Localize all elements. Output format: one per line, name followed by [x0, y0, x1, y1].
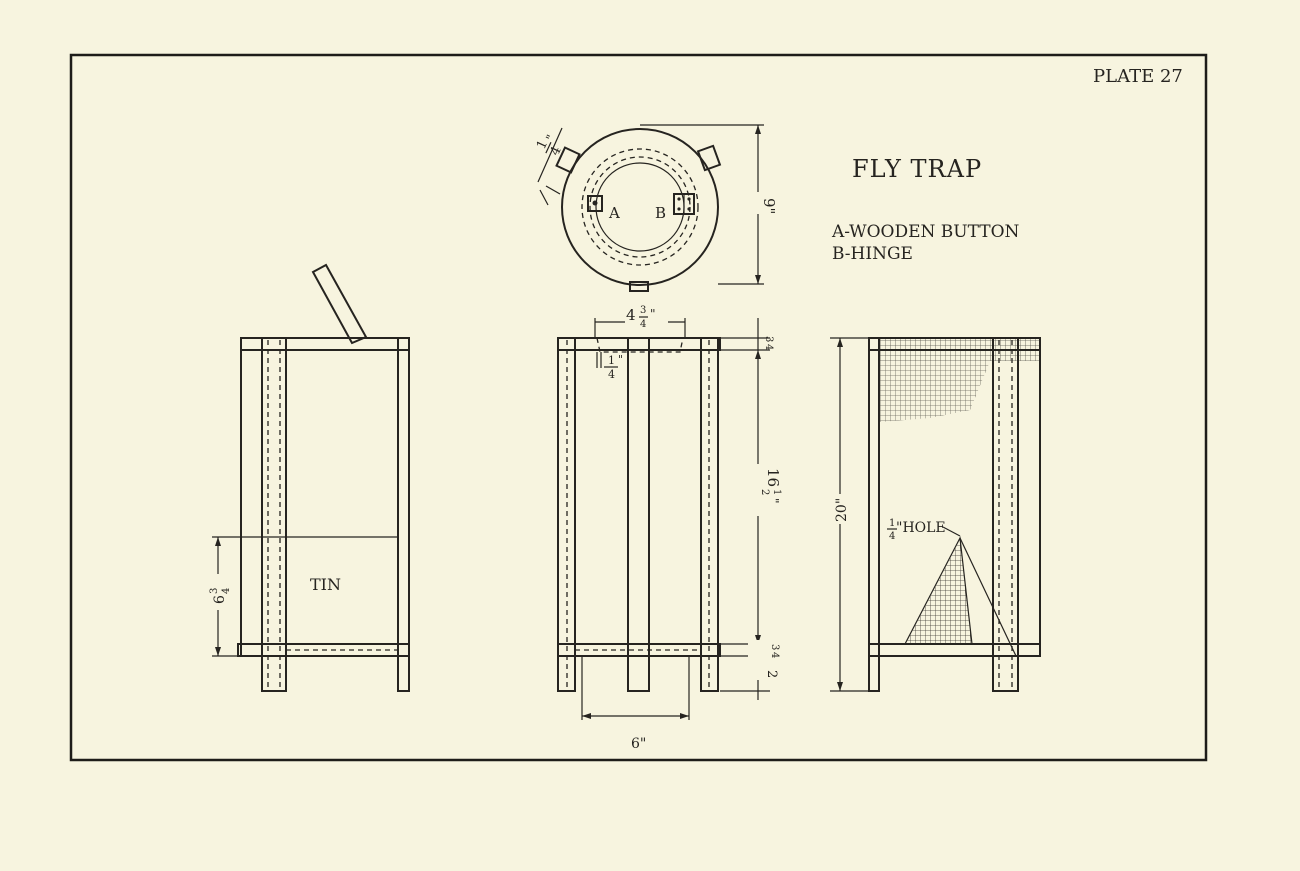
dim-base-width: 6": [631, 736, 646, 752]
legend-item-b: B-HINGE: [832, 244, 913, 264]
dim-height: 20": [834, 498, 850, 522]
dim-rim-den: 4: [763, 344, 774, 350]
screen-cone-icon: [904, 535, 973, 645]
dim-leg-whole: 2: [764, 670, 779, 678]
dim-inset-den: 4: [608, 368, 615, 381]
dim-top-width-num: 3: [640, 305, 646, 316]
dim-tin-whole: 6: [212, 595, 228, 604]
side-view-right: 1 4 "HOLE 20": [830, 337, 1041, 692]
label-b: B: [655, 204, 666, 222]
hole-label: "HOLE: [896, 520, 946, 536]
dim-leg-num: 3: [769, 644, 780, 650]
dim-inset-unit: ": [618, 353, 623, 366]
top-view: A B 1 4 " 9": [534, 124, 778, 292]
dim-diameter: 9": [760, 198, 778, 214]
front-view: 4 3 4 " 1 4 " 3 4 16 1 2 ": [557, 305, 782, 752]
label-a: A: [608, 204, 620, 222]
dim-rim-num: 3: [763, 336, 774, 342]
plate-number: PLATE 27: [1093, 66, 1183, 87]
plate-border: [69, 53, 1208, 762]
dim-leg-den: 4: [769, 652, 780, 658]
dim-tin-den: 4: [221, 588, 232, 594]
dim-body-unit: ": [767, 498, 781, 504]
wooden-button-icon: [587, 195, 603, 212]
dim-top-width-whole: 4: [626, 306, 636, 324]
dim-body-whole: 16: [764, 468, 782, 487]
dim-top-width-den: 4: [640, 319, 646, 330]
dim-tin-num: 3: [209, 588, 220, 594]
hole-frac-den: 4: [889, 531, 895, 542]
dim-body-den: 2: [759, 489, 770, 495]
dim-top-width-unit: ": [650, 307, 656, 321]
legend-item-a: A-WOODEN BUTTON: [831, 222, 1020, 242]
dim-body-num: 1: [771, 489, 782, 495]
drawing-title: FLY TRAP: [852, 155, 982, 183]
dim-inset-num: 1: [608, 354, 615, 367]
label-tin: TIN: [310, 575, 341, 594]
hole-frac-num: 1: [889, 518, 895, 529]
dim-top-quarter-unit: ": [543, 132, 558, 143]
side-view-left: TIN 6 3 4: [206, 263, 410, 692]
